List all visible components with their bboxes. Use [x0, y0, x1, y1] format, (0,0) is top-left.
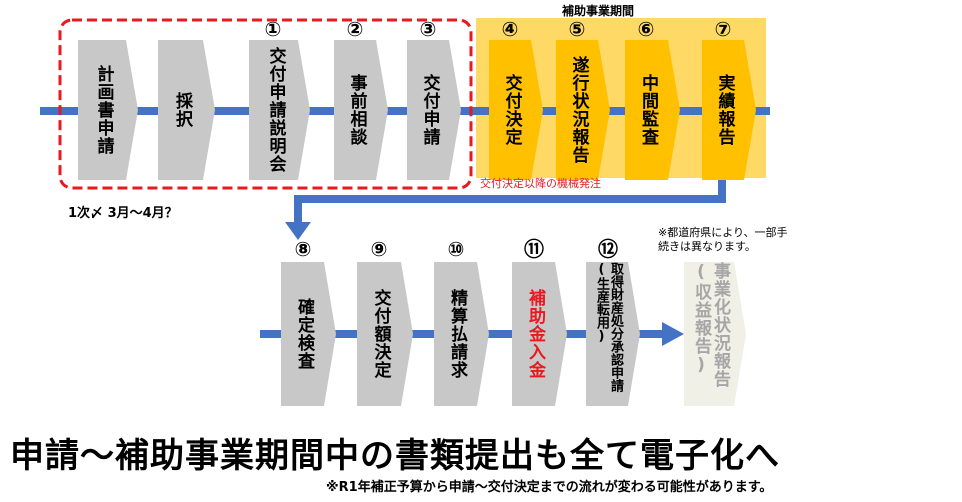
chevron-shape — [684, 262, 746, 406]
step-number: ③ — [419, 17, 437, 41]
step-number: ⑤ — [568, 17, 586, 41]
row-connector-arrowhead — [285, 222, 311, 240]
step-grant-briefing: 交付申請説明会 — [265, 47, 286, 173]
row-connector-line — [294, 176, 726, 226]
prefecture-note: ※都道府県により、一部手続きは異なります。 — [658, 226, 788, 253]
chevron-shape — [78, 40, 138, 180]
chevron-shape — [586, 262, 640, 406]
headline: 申請～補助事業期間中の書類提出も全て電子化へ — [10, 436, 780, 476]
step-number: ⑩ — [447, 237, 465, 261]
step-number: ① — [264, 17, 282, 41]
chevron-shape — [407, 40, 461, 180]
chevron-shape — [249, 40, 310, 180]
row2-flow-arrowhead — [662, 322, 684, 346]
first-deadline-note: 1次〆 3月～4月？ — [68, 206, 178, 221]
step-pre-consultation: 事前相談 — [346, 74, 367, 146]
step-grant-application: 交付申請 — [419, 74, 440, 146]
chevron-shape — [434, 262, 489, 406]
chevron-shape — [556, 40, 610, 180]
step-final-inspection: 確定検査 — [294, 298, 314, 370]
chevron-shape — [512, 262, 567, 406]
step-results-report: 実績報告 — [714, 74, 735, 146]
row1-flow-line — [40, 107, 770, 115]
step-number: ⑦ — [714, 17, 732, 41]
step-number: ⑥ — [637, 17, 655, 41]
step-number: ⑨ — [370, 237, 388, 261]
subsidy-period-label: 補助事業期間 — [562, 4, 635, 18]
step-subsidy-payment: 補助金入金 — [525, 289, 545, 379]
step-grant-amount-decision: 交付額決定 — [370, 289, 391, 379]
chevron-shape — [625, 40, 680, 180]
step-number: ⑫ — [598, 237, 618, 261]
chevron-shape — [702, 40, 756, 180]
step-number: ⑧ — [294, 237, 312, 261]
step-interim-audit: 中間監査 — [638, 74, 658, 146]
machine-order-note: 交付決定以降の機械発注 — [480, 177, 601, 190]
step-settlement-request: 精算払請求 — [447, 289, 467, 379]
step-number: ④ — [501, 17, 519, 41]
chevron-shape — [158, 40, 215, 180]
chevron-shape — [281, 262, 336, 406]
step-selection: 採択 — [172, 92, 192, 128]
step-grant-decision: 交付決定 — [501, 74, 522, 146]
step-number: ② — [346, 17, 364, 41]
chevron-shape — [357, 262, 413, 406]
step-plan-application: 計画書申請 — [93, 65, 114, 155]
chevron-shape — [334, 40, 388, 180]
step-commercialization-report: 事業化状況報告(収益報告) — [691, 262, 730, 388]
footnote: ※R1年補正予算から申請～交付決定までの流れが変わる可能性があります。 — [326, 480, 773, 495]
step-number: ⑪ — [524, 237, 544, 261]
step-asset-disposal-approval: 取得財産処分承認申請(生産転用) — [594, 262, 623, 392]
step-progress-report: 遂行状況報告 — [568, 56, 589, 164]
chevron-shape — [489, 40, 543, 180]
